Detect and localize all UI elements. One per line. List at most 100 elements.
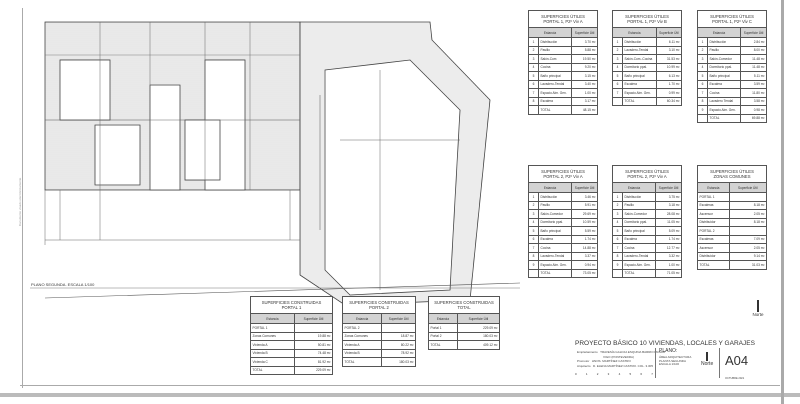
table-cell: 8.18 m²	[728, 217, 768, 227]
table-cell: 3	[612, 209, 623, 219]
column-header: Estancia	[612, 27, 657, 38]
table-cell: 0.98 m²	[740, 105, 767, 115]
column-header: Estancia	[697, 182, 730, 193]
table-cell: 5	[528, 71, 539, 81]
table-cell: 4	[528, 217, 539, 227]
table-cell: 5.11 m²	[740, 71, 767, 81]
emplazamiento-2: VIGO (PONTEVEDRA)	[603, 354, 635, 359]
table-cell: 71.05 m²	[655, 268, 682, 278]
table-cell: Escalera	[537, 96, 573, 106]
table-cell: PORTAL 1	[697, 192, 730, 202]
table-cell: 11.48 m²	[740, 54, 767, 64]
table-cell: 8	[528, 251, 539, 261]
table-subtitle: PORTAL 2, P2º Viv A	[543, 174, 583, 179]
table-cell: Distribución	[537, 37, 573, 47]
table-cell: PORTAL 2	[341, 323, 383, 333]
table-cell: 31.03 m²	[728, 260, 768, 270]
table-cell: Salón-Comedor	[621, 209, 657, 219]
table-cell: 3.70 m²	[571, 37, 598, 47]
table-cell: Zonas Comunes	[341, 331, 383, 341]
table-cell	[528, 268, 539, 278]
table-cell: Vivienda B	[341, 348, 383, 358]
table-cell: Escalera	[706, 79, 742, 89]
table-cell: Baño principal	[706, 71, 742, 81]
table-cell: 3.17 m²	[571, 96, 598, 106]
table-subtitle: ZONAS COMUNES	[713, 174, 751, 179]
emplazamiento: TRAVESÍA GALICIA ESQUINA BARRIO PRADO	[600, 350, 666, 354]
table-cell: 8	[612, 251, 623, 261]
table-cell: 3.75 m²	[655, 192, 682, 202]
table-cell: Baño principal	[537, 226, 573, 236]
table-cell: 80.22 m²	[381, 340, 416, 350]
scale-tick: 0	[575, 372, 577, 376]
table-cell: 3.46 m²	[571, 192, 598, 202]
table-cell: Distribución	[537, 192, 573, 202]
table-cell: 14.88 m²	[571, 243, 598, 253]
table-cell: 1	[528, 192, 539, 202]
table-cell: TOTAL	[706, 113, 742, 123]
table-cell	[612, 96, 623, 106]
table-cell: Escaleras	[697, 234, 730, 244]
north-arrow-small: Norte	[701, 352, 713, 367]
table-cell: 6	[697, 79, 708, 89]
table-cell: Portal 1	[428, 323, 458, 333]
table-cell: 7	[612, 88, 623, 98]
table-subtitle: PORTAL 1, P2º Viv C	[712, 19, 752, 24]
table-cell: Baño principal	[537, 71, 573, 81]
table-cell: 5	[612, 226, 623, 236]
table-cell: 5.09 m²	[655, 226, 682, 236]
table-cell: 409.12 m²	[456, 340, 501, 350]
table-cell: Baño principal	[622, 71, 657, 81]
table-cell: 6	[612, 234, 623, 244]
table-cell: 2	[697, 45, 708, 55]
table-cell: 9	[612, 260, 623, 270]
table-cell: 50.81 m²	[293, 340, 334, 350]
column-header: Superficie Útil	[456, 313, 501, 324]
column-header: Estancia	[696, 27, 742, 38]
project-title: PROYECTO BÁSICO 10 VIVIENDAS, LOCALES Y …	[575, 340, 755, 347]
table-cell: Pasillo	[537, 45, 573, 55]
table-cell: 5.88 m²	[571, 45, 598, 55]
plan-walls	[44, 22, 460, 290]
table-cell: Escalera	[537, 234, 573, 244]
table-subtitle: PORTAL 2, P2º Viv A	[627, 174, 667, 179]
table-cell: 1	[612, 192, 623, 202]
table-cell	[697, 113, 708, 123]
table-cell: Portal 2	[428, 331, 458, 341]
table-cell: 0.94 m²	[571, 260, 598, 270]
bottom-frame-line	[20, 385, 780, 386]
table-row: PORTAL 2	[697, 226, 768, 236]
promotor-label: Promotor	[577, 359, 590, 363]
column-header: Superficie Útil	[655, 182, 682, 193]
table-cell: 6	[612, 79, 623, 89]
table-cell: 1.74 m²	[655, 234, 682, 244]
table-cell: Lavadero-Tendal	[622, 45, 657, 55]
scale-tick: 7	[651, 372, 653, 376]
table-cell: Escalera	[622, 79, 657, 89]
table-cell: Vivienda A	[250, 340, 295, 350]
table-cell: Lavadero Tendal	[706, 96, 742, 106]
